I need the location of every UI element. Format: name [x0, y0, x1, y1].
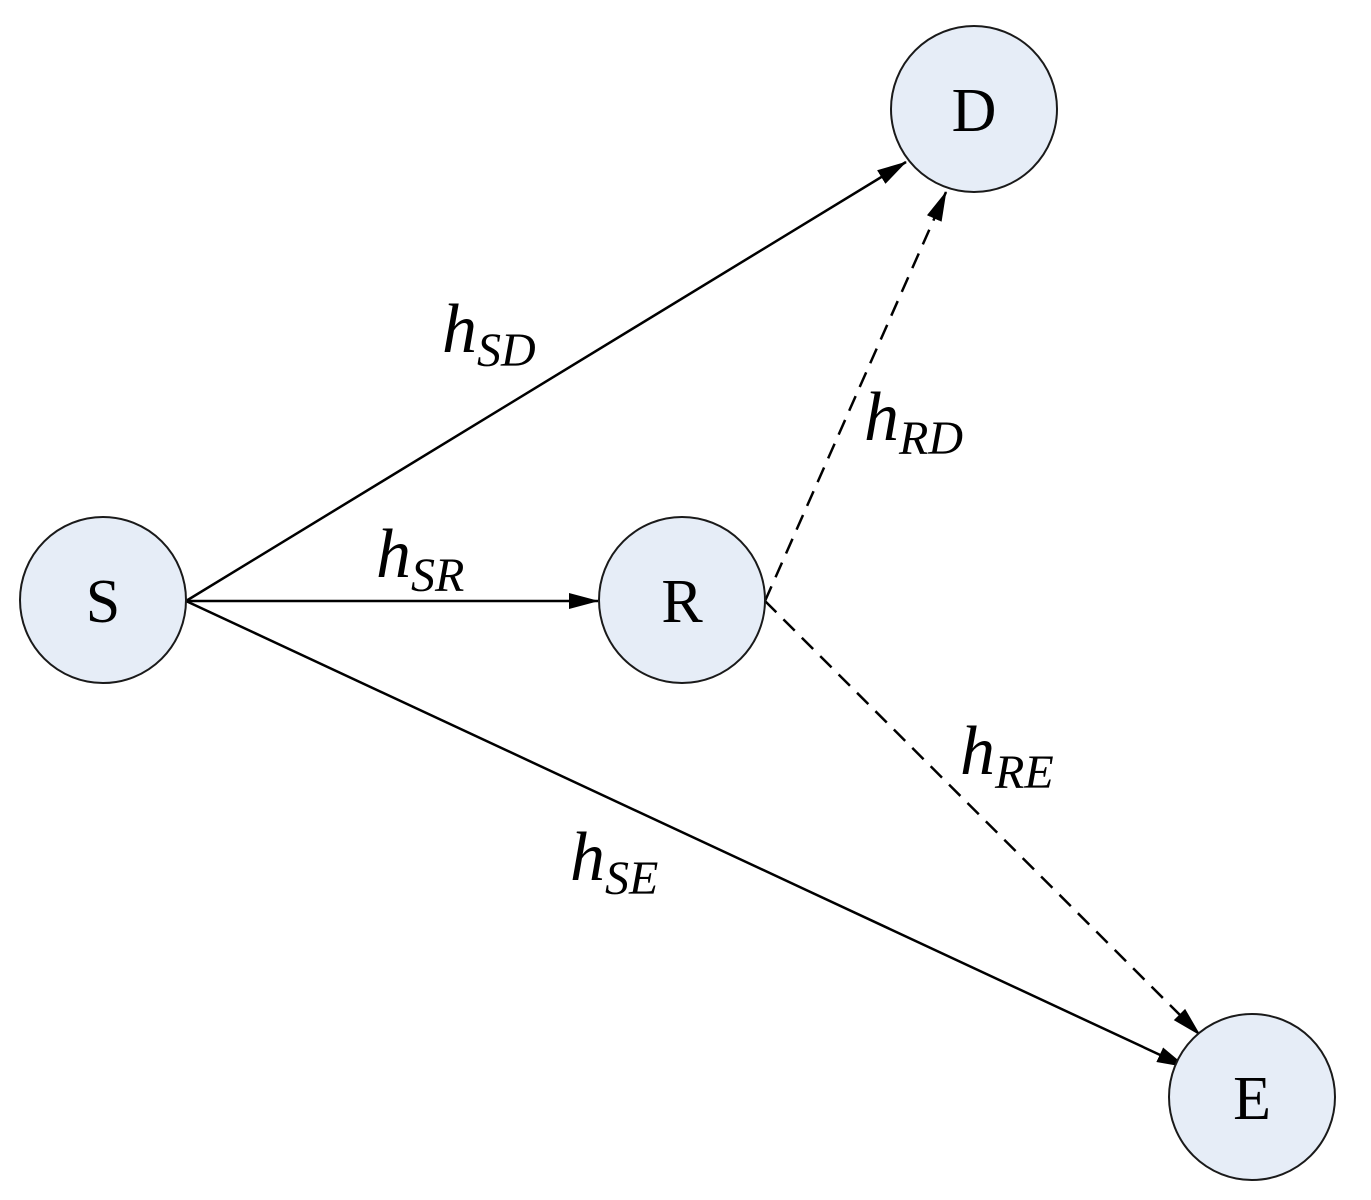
edge-r-to-d	[763, 191, 948, 602]
label-h-se-subscript: SE	[605, 852, 658, 905]
node-r-circle	[598, 516, 766, 684]
label-h-sr-subscript: SR	[411, 549, 464, 602]
label-h-sr-symbol: h	[376, 516, 411, 593]
node-r-label: R	[661, 568, 703, 636]
edge-r-to-e	[764, 600, 1201, 1036]
node-d-label: D	[952, 77, 997, 145]
node-e-circle	[1168, 1013, 1336, 1181]
node-s-circle	[19, 516, 187, 684]
label-h-se: hSE	[570, 819, 658, 905]
label-h-sd: hSD	[442, 291, 536, 377]
node-e-label: E	[1233, 1065, 1271, 1133]
label-h-sd-subscript: SD	[477, 324, 536, 377]
label-h-re-symbol: h	[960, 713, 995, 790]
node-d: D	[890, 25, 1058, 193]
node-s: S	[19, 516, 187, 684]
label-h-rd-subscript: RD	[898, 412, 963, 465]
label-h-se-symbol: h	[570, 819, 605, 896]
node-s-label: S	[86, 568, 120, 636]
label-h-sd-symbol: h	[442, 291, 477, 368]
label-h-sr: hSR	[376, 516, 464, 602]
label-h-rd: hRD	[864, 379, 963, 465]
node-e: E	[1168, 1013, 1336, 1181]
label-h-rd-symbol: h	[864, 379, 899, 456]
label-h-re-subscript: RE	[994, 746, 1054, 799]
edge-s-to-e	[185, 599, 1187, 1069]
node-d-circle	[890, 25, 1058, 193]
label-h-re: hRE	[960, 713, 1054, 799]
node-r: R	[598, 516, 766, 684]
edge-s-to-d	[185, 160, 907, 603]
